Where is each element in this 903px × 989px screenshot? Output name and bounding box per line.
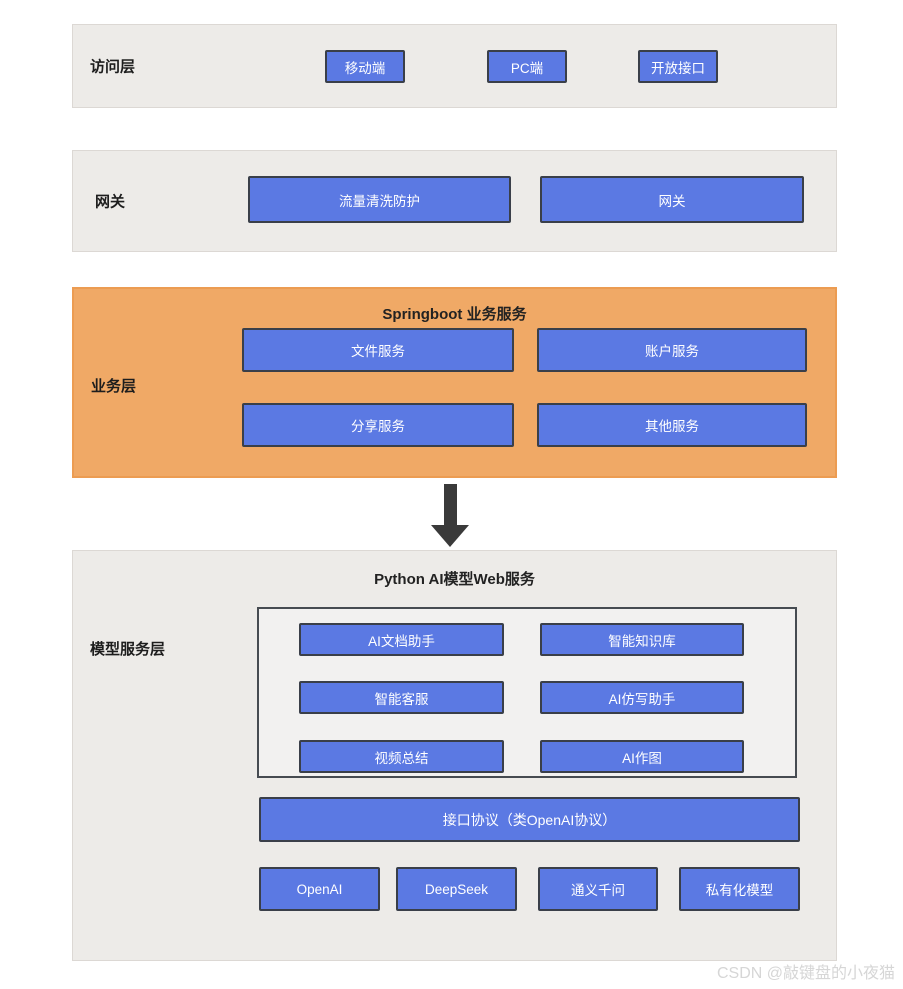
- node-mobile: 移动端: [325, 50, 405, 83]
- node-pc: PC端: [487, 50, 567, 83]
- node-file-service: 文件服务: [242, 328, 514, 372]
- business-layer-panel: Springboot 业务服务 业务层 文件服务 账户服务 分享服务 其他服务: [72, 287, 837, 478]
- node-video-summary: 视频总结: [299, 740, 504, 773]
- node-share-service: 分享服务: [242, 403, 514, 447]
- node-traffic-cleaning: 流量清洗防护: [248, 176, 511, 223]
- node-private-model: 私有化模型: [679, 867, 800, 911]
- node-open-api: 开放接口: [638, 50, 718, 83]
- node-protocol-bar: 接口协议（类OpenAI协议）: [259, 797, 800, 842]
- node-smart-knowledge-base: 智能知识库: [540, 623, 744, 656]
- node-other-service: 其他服务: [537, 403, 807, 447]
- node-ai-imitation-assistant: AI仿写助手: [540, 681, 744, 714]
- node-tongyi-qianwen: 通义千问: [538, 867, 658, 911]
- node-deepseek: DeepSeek: [396, 867, 517, 911]
- business-layer-label: 业务层: [91, 378, 137, 395]
- down-arrow-icon: [431, 484, 469, 547]
- node-openai: OpenAI: [259, 867, 380, 911]
- node-ai-drawing: AI作图: [540, 740, 744, 773]
- access-layer-label: 访问层: [90, 58, 136, 76]
- access-layer-panel: 访问层 移动端 PC端 开放接口: [72, 24, 837, 108]
- node-gateway: 网关: [540, 176, 804, 223]
- model-layer-label: 模型服务层: [90, 641, 166, 658]
- business-layer-title: Springboot 业务服务: [382, 306, 527, 323]
- node-ai-doc-assistant: AI文档助手: [299, 623, 504, 656]
- gateway-layer-panel: 网关 流量清洗防护 网关: [72, 150, 837, 252]
- node-account-service: 账户服务: [537, 328, 807, 372]
- ai-apps-group-box: AI文档助手 智能知识库 智能客服 AI仿写助手 视频总结 AI作图: [257, 607, 797, 778]
- model-layer-panel: Python AI模型Web服务 模型服务层 AI文档助手 智能知识库 智能客服…: [72, 550, 837, 961]
- node-smart-customer-service: 智能客服: [299, 681, 504, 714]
- gateway-layer-label: 网关: [95, 193, 126, 211]
- model-layer-title: Python AI模型Web服务: [374, 571, 535, 588]
- watermark: CSDN @敲键盘的小夜猫: [716, 965, 895, 982]
